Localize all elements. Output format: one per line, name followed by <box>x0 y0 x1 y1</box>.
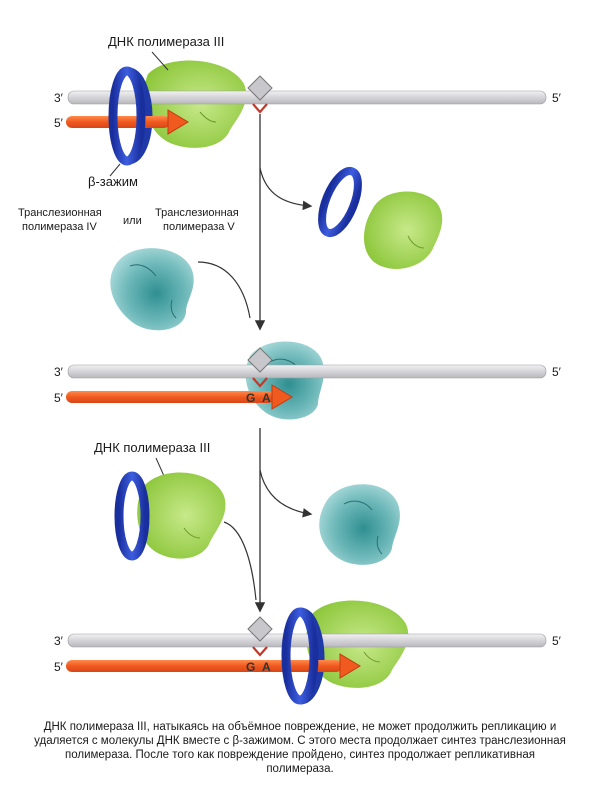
beta-clamp-icon <box>114 471 150 561</box>
base-g-label: G <box>246 391 255 405</box>
panel-1-stalled-replication: 3′ 5′ 5′ ДНК полимераза III β-зажим <box>54 34 562 189</box>
base-g-label: G <box>246 660 255 674</box>
figure-caption: ДНК полимераза III, натыкаясь на объёмно… <box>34 721 566 775</box>
five-prime-label: 5′ <box>54 660 64 674</box>
leader-line <box>155 457 165 477</box>
template-strand <box>67 90 547 105</box>
new-strand-arrowhead <box>271 384 293 410</box>
five-prime-label: 5′ <box>552 91 562 105</box>
five-prime-label: 5′ <box>54 116 64 130</box>
tls-polymerase-enzyme <box>110 248 194 331</box>
flow-arrow <box>254 114 313 331</box>
five-prime-label: 5′ <box>54 391 64 405</box>
beta-clamp-icon <box>108 66 146 166</box>
dna-pol-iii-label: ДНК полимераза III <box>108 34 224 49</box>
panel-2-translesion-synthesis: G A 3′ 5′ 5′ <box>54 341 562 420</box>
beta-clamp-label: β-зажим <box>88 174 138 189</box>
panel-3-resumed-replication: G A 3′ 5′ 5′ <box>54 600 562 705</box>
released-tls-polymerase <box>319 484 400 565</box>
beta-clamp-icon <box>318 166 362 238</box>
beta-clamp-icon <box>281 607 319 705</box>
three-prime-label: 3′ <box>54 365 64 379</box>
base-a-label: A <box>262 391 271 405</box>
tls-v-label: Транслезионная <box>155 207 239 219</box>
released-dna-pol-iii <box>364 191 443 269</box>
template-strand <box>67 633 547 648</box>
lesion-icon <box>247 616 273 657</box>
leader-line <box>109 163 121 177</box>
lesion-icon <box>247 347 273 388</box>
base-a-label: A <box>262 660 271 674</box>
or-label: или <box>123 215 142 227</box>
incoming-dna-pol-iii <box>114 471 226 561</box>
binding-arrow <box>223 521 257 601</box>
flow-arrow <box>254 428 313 613</box>
three-prime-label: 3′ <box>54 634 64 648</box>
dna-pol-iii-label: ДНК полимераза III <box>94 440 210 455</box>
lesion-icon <box>247 75 273 114</box>
tls-v-label-line2: полимераза V <box>163 221 235 233</box>
new-strand <box>66 116 170 128</box>
new-strand <box>66 660 342 672</box>
three-prime-label: 3′ <box>54 91 64 105</box>
binding-arrow <box>197 261 251 319</box>
tls-iv-label-line2: полимераза IV <box>22 221 97 233</box>
tls-iv-label: Транслезионная <box>18 207 102 219</box>
released-beta-clamp <box>318 166 362 238</box>
new-strand-arrowhead <box>167 109 189 135</box>
leader-line <box>151 51 169 71</box>
five-prime-label: 5′ <box>552 365 562 379</box>
template-strand <box>67 364 547 379</box>
new-strand <box>66 391 274 403</box>
five-prime-label: 5′ <box>552 634 562 648</box>
new-strand-arrowhead <box>339 653 361 679</box>
